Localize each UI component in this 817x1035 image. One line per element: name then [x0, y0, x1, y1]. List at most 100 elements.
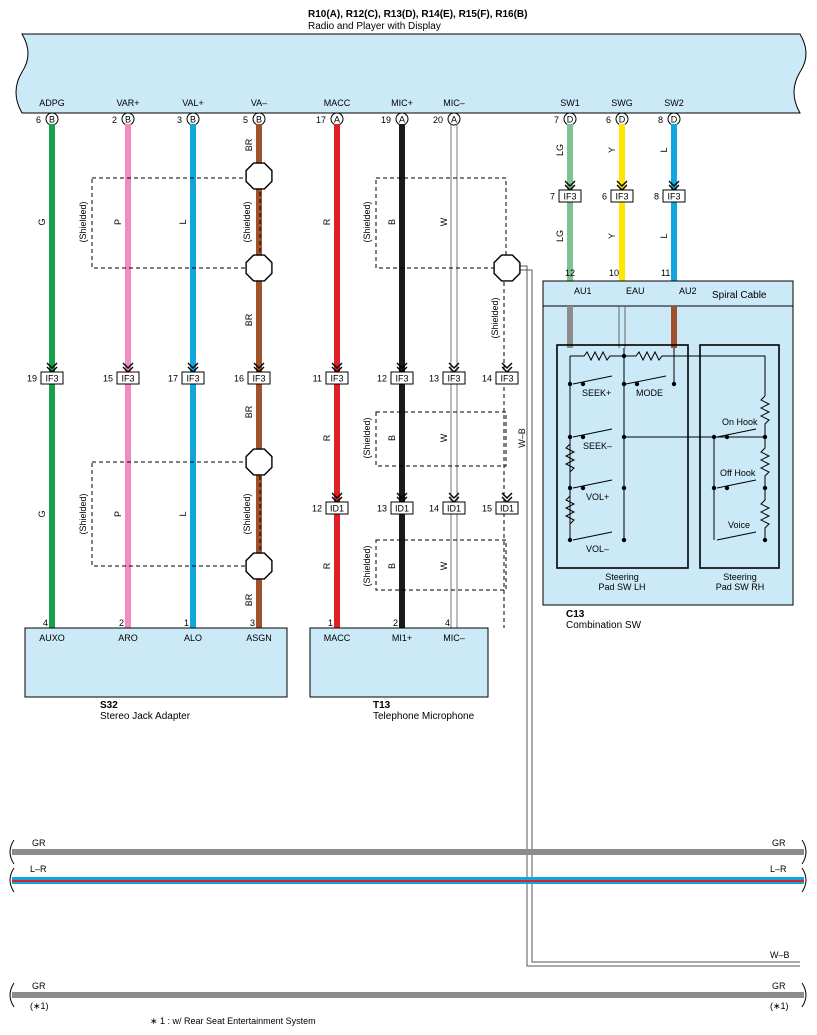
connector-pin-number: 15: [482, 504, 492, 514]
wire-color-label: R: [322, 434, 332, 441]
connector-label: IF3: [252, 374, 265, 384]
s32-pin-label: ASGN: [246, 633, 272, 643]
radio-connector-codes: R10(A), R12(C), R13(D), R14(E), R15(F), …: [308, 9, 527, 20]
bus-wb-label: W–B: [770, 950, 790, 960]
shield-splice-octagon: [245, 254, 273, 282]
radio-pin-number: 5: [243, 115, 248, 125]
connector-pin-number: 16: [234, 374, 244, 384]
wire-color-label: BR: [244, 313, 254, 326]
radio-pin-number: 20: [433, 115, 443, 125]
bus-lr-blue2: [12, 882, 804, 884]
connector-box: [116, 371, 140, 385]
wire-blue-sw2: [671, 124, 677, 282]
radio-pin-number: 6: [36, 115, 41, 125]
t13-pin-label: MIC–: [443, 633, 465, 643]
bus-note-right: (∗1): [770, 1001, 789, 1011]
shield-label-group: (Shielded)(Shielded)(Shielded)(Shielded)…: [78, 201, 500, 586]
wire-color-label: Y: [607, 147, 617, 153]
wire-color-label: R: [322, 562, 332, 569]
connector-chevron: [564, 180, 576, 187]
connector-box: [325, 501, 349, 515]
radio-pin-connector-letter: A: [334, 115, 340, 125]
radio-pin-number: 7: [554, 115, 559, 125]
shield-box-2: [91, 461, 261, 567]
spiral-pin-10: 10: [609, 268, 619, 278]
switch-vol-minus-label: VOL–: [586, 544, 609, 554]
connector-pin-number: 13: [429, 374, 439, 384]
switch-off-hook-label: Off Hook: [720, 468, 756, 478]
bus-gr-top-right-label: GR: [772, 838, 786, 848]
wire-gray-inside: [567, 306, 573, 348]
connector-pin-number: 13: [377, 504, 387, 514]
radio-pin-label: VA–: [251, 98, 267, 108]
radio-pin-label: SW2: [664, 98, 684, 108]
bus-note-left: (∗1): [30, 1001, 49, 1011]
connector-pin-number: 14: [482, 374, 492, 384]
bus-break-marks: [9, 839, 807, 1008]
connector-chevron: [331, 362, 343, 369]
connector-chevron: [616, 180, 628, 187]
connector-label: ID1: [395, 504, 409, 514]
radio-pin-connector-letter: B: [256, 115, 262, 125]
connector-label: IF3: [330, 374, 343, 384]
steering-pad-rh-box: [699, 344, 780, 569]
s32-pin-number: 4: [43, 618, 48, 628]
c13-name: Combination SW: [566, 620, 642, 631]
connector-chevron: [448, 362, 460, 369]
connector-pin-number: 8: [654, 192, 659, 202]
wire-lightgreen: [567, 124, 573, 282]
wire-color-label: B: [387, 435, 397, 441]
radio-pin-label: MACC: [324, 98, 351, 108]
connector-chevron: [501, 362, 513, 369]
connector-chevron: [253, 362, 265, 369]
connector-box: [181, 371, 205, 385]
shield-splice-octagon: [493, 254, 521, 282]
radio-pin-label: MIC+: [391, 98, 413, 108]
shield-splice-octagon: [245, 448, 273, 476]
shielded-label: (Shielded): [490, 297, 500, 338]
s32-code: S32: [100, 700, 118, 711]
wire-color-label: L: [659, 233, 669, 238]
connector-label: ID1: [330, 504, 344, 514]
connector-chevron: [501, 492, 513, 499]
wire-color-label: Y: [607, 233, 617, 239]
connector-chevron: [448, 492, 460, 499]
steering-rh-caption-1: Steering: [723, 572, 757, 582]
switch-voice-label: Voice: [728, 520, 750, 530]
shielded-label: (Shielded): [78, 201, 88, 242]
radio-pin-label: VAL+: [182, 98, 204, 108]
radio-component-box: [15, 33, 807, 114]
spiral-pin-12: 12: [565, 268, 575, 278]
connector-label: IF3: [500, 374, 513, 384]
connector-label: IF3: [447, 374, 460, 384]
connector-box: [247, 371, 271, 385]
connector-chevron: [46, 362, 58, 369]
connector-pin-number: 12: [312, 504, 322, 514]
connector-label: IF3: [395, 374, 408, 384]
connector-pin-number: 19: [27, 374, 37, 384]
wire-color-label: L: [178, 511, 188, 516]
connector-box: [610, 189, 634, 203]
wire-color-label: W: [439, 217, 449, 226]
radio-pin-label: ADPG: [39, 98, 65, 108]
connector-pin-number: 17: [168, 374, 178, 384]
bus-lr-blue: [12, 877, 804, 880]
radio-pin-connector-letter: B: [125, 115, 131, 125]
connector-label: ID1: [447, 504, 461, 514]
t13-name: Telephone Microphone: [373, 711, 475, 722]
connector-chevron: [187, 362, 199, 369]
shielded-label: (Shielded): [362, 417, 372, 458]
radio-pin-circle: [447, 112, 461, 126]
steering-lh-circuit: [564, 348, 765, 541]
t13-code: T13: [373, 700, 391, 711]
s32-pin-number: 2: [119, 618, 124, 628]
connector-label: IF3: [615, 192, 628, 202]
connector-chevron: [396, 492, 408, 499]
connector-box: [325, 371, 349, 385]
switch-on-hook-label: On Hook: [722, 417, 758, 427]
s32-pin-number: 3: [250, 618, 255, 628]
radio-pin-label: SW1: [560, 98, 580, 108]
